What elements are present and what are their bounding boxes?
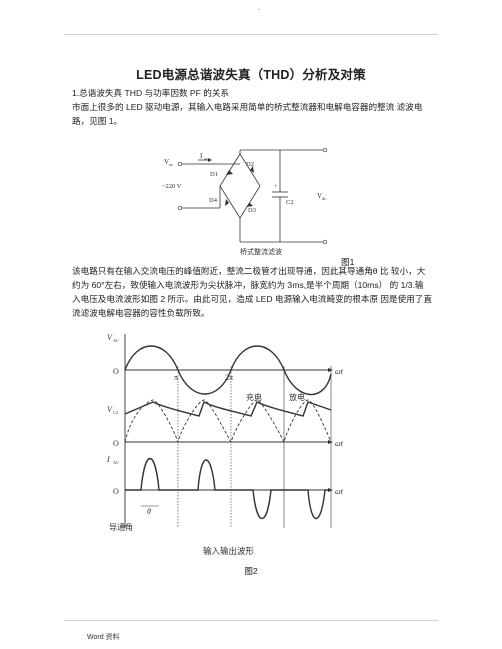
section-heading: 1.总谐波失真 THD 与功率因数 PF 的关系	[72, 88, 230, 98]
fig2-pi-label: π	[174, 373, 178, 382]
fig2-omega-t-1: ωt	[335, 367, 344, 376]
fig2-discharge-label: 放电	[289, 392, 305, 402]
fig2-caption: 输入输出波形	[203, 546, 255, 556]
header-mark: .	[258, 2, 261, 12]
fig1-d4-label: D4	[209, 197, 218, 204]
fig1-voltage-label: ~220 V	[162, 183, 182, 190]
fig2-iac-sub: AC	[113, 460, 119, 465]
fig2-zero-1: O	[113, 367, 119, 376]
fig1-iac-label: I	[200, 152, 203, 160]
document-title: LED电源总谐波失真（THD）分析及对策	[136, 68, 366, 82]
figure-2-caption: 图2	[244, 566, 258, 576]
fig1-d2-label: D2	[246, 161, 254, 168]
fig2-zero-3: O	[113, 487, 119, 496]
figure-1-caption: 图1	[341, 257, 355, 267]
fig1-iac-sub: ac	[204, 156, 208, 161]
fig1-vdc-label: V	[317, 192, 322, 200]
paragraph-1: 市面上很多的 LED 驱动电源，其输入电路采用简单的桥式整流器和电解电容器的整流…	[72, 102, 423, 126]
fig2-theta-label: θ	[147, 507, 151, 516]
fig2-two-pi-label: 2π	[225, 373, 233, 382]
paragraph-2: 该电路只有在输入交流电压的峰值附近，整流二极管才出现导通，因此其导通角θ 比 较…	[72, 266, 432, 318]
fig1-vac-sub: ac	[169, 162, 173, 167]
fig1-c2-label: C2	[286, 199, 294, 206]
fig2-iac-label: I	[106, 455, 110, 464]
fig2-zero-2: O	[113, 439, 119, 448]
fig2-omega-t-3: ωt	[335, 487, 344, 496]
fig1-plus-label: +	[274, 184, 278, 190]
fig2-vc2-label: V	[107, 405, 113, 414]
fig1-vac-label: V	[164, 158, 169, 166]
fig2-vc2-sub: C2	[113, 410, 118, 415]
fig1-d3-label: D3	[248, 207, 256, 214]
figure-1-bridge-rectifier: V ac I ac D1 D2 D3 D4 ~220 V + C2 V dc 桥…	[162, 147, 328, 256]
figure-2-waveforms: V AC O π 2π ωt V C2 O 充电 放电 ωt I AC O θ …	[106, 333, 344, 556]
footer-text: Word 资料	[87, 634, 120, 641]
fig2-vac-label: V	[107, 333, 113, 342]
fig2-conduction-angle-label: 导通角	[109, 522, 133, 532]
fig2-omega-t-2: ωt	[335, 439, 344, 448]
fig1-caption: 桥式整流滤波	[240, 247, 282, 256]
fig2-charge-label: 充电	[246, 392, 262, 402]
fig2-vac-sub: AC	[113, 338, 119, 343]
fig1-d1-label: D1	[210, 171, 218, 178]
footer-rule	[64, 620, 438, 621]
header-rule	[64, 34, 438, 35]
fig1-vdc-sub: dc	[322, 196, 326, 201]
